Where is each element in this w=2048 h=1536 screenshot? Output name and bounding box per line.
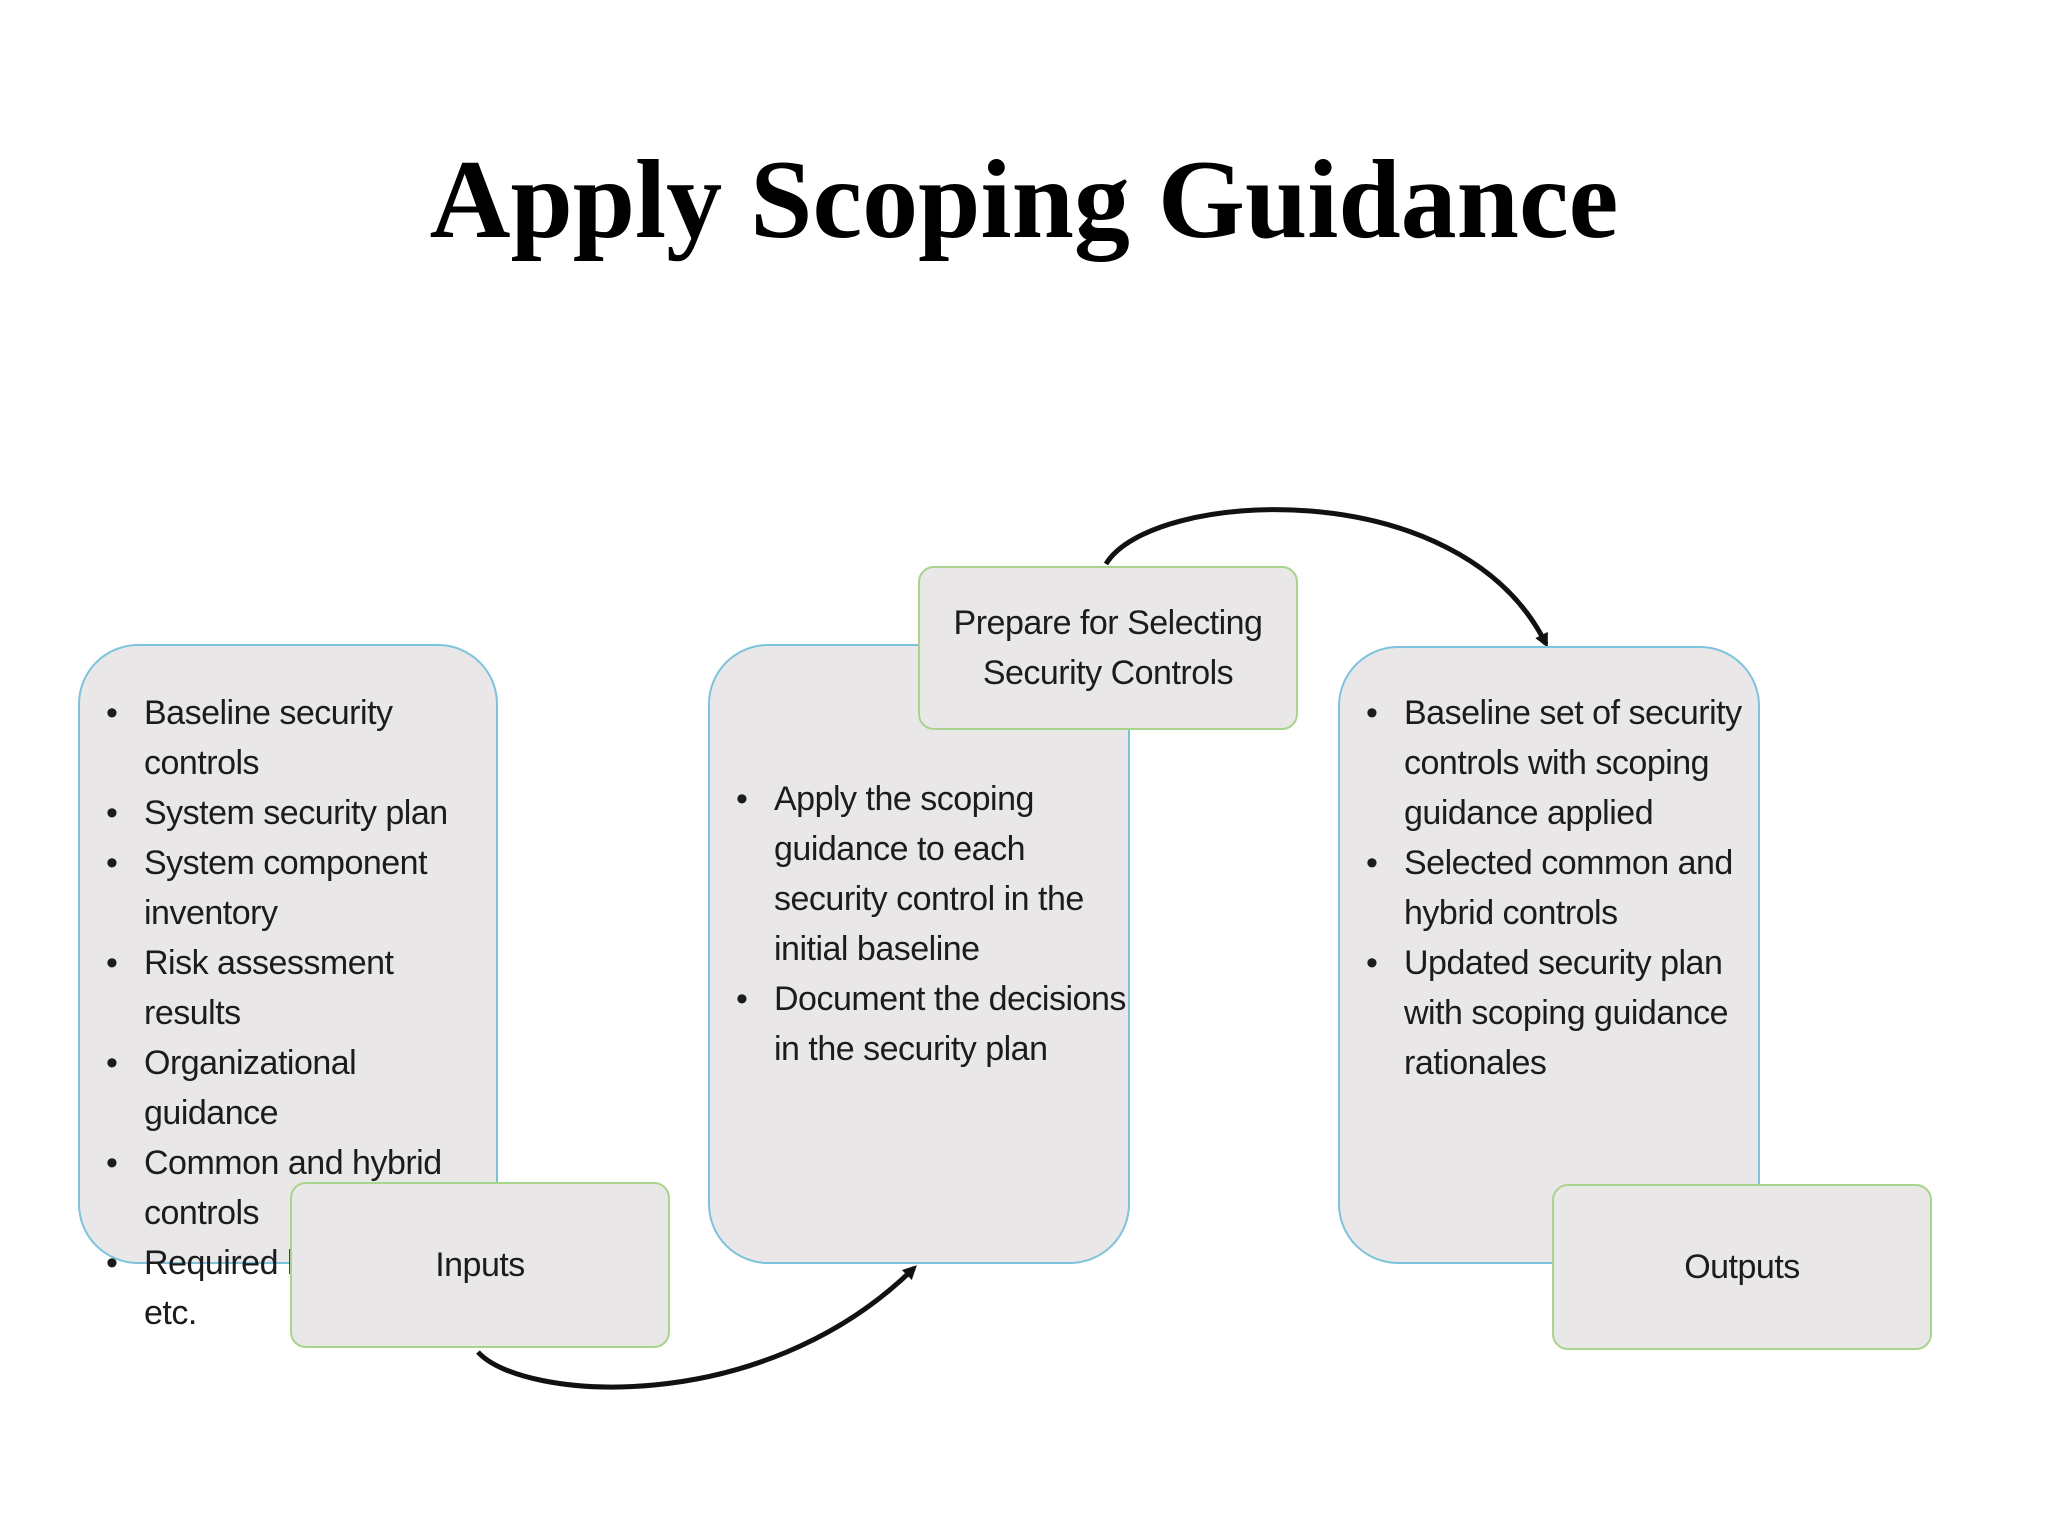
list-item: Baseline security controls xyxy=(106,688,496,788)
slide-title: Apply Scoping Guidance xyxy=(429,138,1619,262)
outputs-list: Baseline set of security controls with s… xyxy=(1366,688,1758,1088)
process-panel: Apply the scoping guidance to each secur… xyxy=(708,644,1130,1264)
list-item: Selected common and hybrid controls xyxy=(1366,838,1758,938)
outputs-label-box: Outputs xyxy=(1552,1184,1932,1350)
inputs-label-box: Inputs xyxy=(290,1182,670,1348)
list-item: Document the decisions in the security p… xyxy=(736,974,1128,1074)
list-item: Common and hybrid controls xyxy=(106,1138,496,1238)
list-item: Organizational guidance xyxy=(106,1038,496,1138)
list-item: Baseline set of security controls with s… xyxy=(1366,688,1758,838)
process-list: Apply the scoping guidance to each secur… xyxy=(736,774,1128,1074)
list-item: System security plan xyxy=(106,788,496,838)
outputs-panel: Baseline set of security controls with s… xyxy=(1338,646,1760,1264)
inputs-panel: Baseline security controls System securi… xyxy=(78,644,498,1332)
prepare-label-box: Prepare for Selecting Security Controls xyxy=(918,566,1298,730)
list-item: Updated security plan with scoping guida… xyxy=(1366,938,1758,1088)
list-item: System component inventory xyxy=(106,838,496,938)
list-item: Apply the scoping guidance to each secur… xyxy=(736,774,1128,974)
list-item: Risk assessment results xyxy=(106,938,496,1038)
